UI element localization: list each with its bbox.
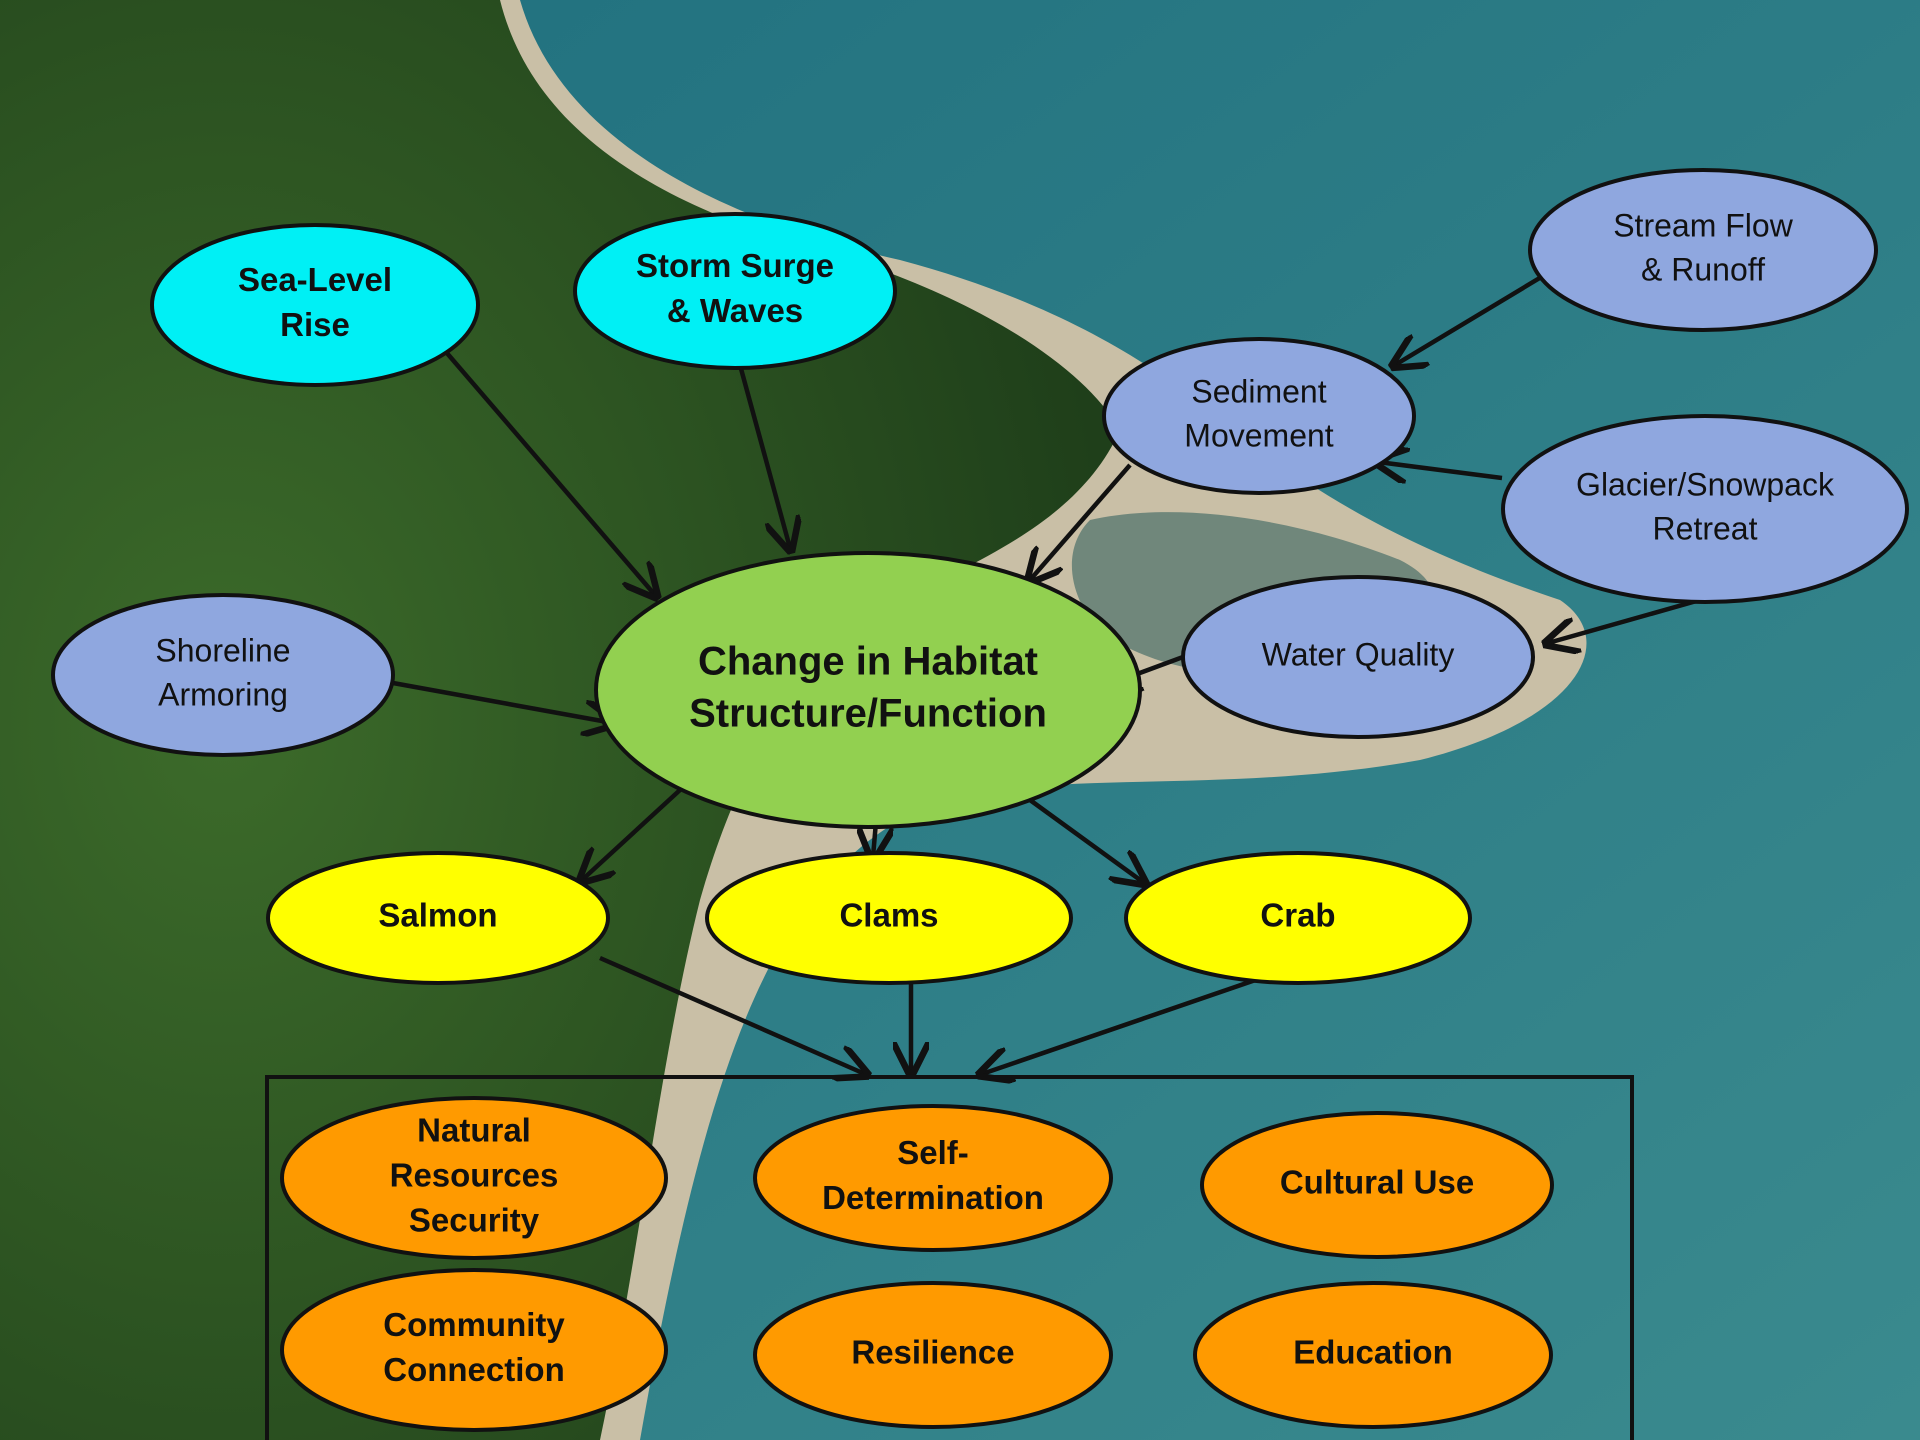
node-education-label: Education	[1293, 1334, 1453, 1371]
node-community-connection-line-1: Community	[383, 1306, 565, 1343]
node-cultural-use: Cultural Use	[1200, 1111, 1554, 1259]
node-sediment-movement-line-1: Sediment	[1191, 373, 1326, 409]
node-clams: Clams	[705, 851, 1073, 985]
node-sediment-movement-line-2: Movement	[1184, 417, 1334, 453]
node-cultural-use-line-1: Cultural Use	[1280, 1164, 1474, 1201]
arrow-storm-surge-to-habitat	[737, 364, 790, 548]
community-values-box	[265, 1075, 1634, 1440]
node-shoreline-armoring-line-2: Armoring	[158, 676, 288, 712]
node-storm-surge-line-1: Storm Surge	[636, 247, 834, 284]
node-stream-flow-line-2: & Runoff	[1641, 251, 1765, 287]
arrow-salmon-to-values	[599, 955, 865, 1074]
node-cultural-use-label: Cultural Use	[1280, 1164, 1474, 1201]
node-salmon: Salmon	[266, 851, 610, 985]
node-water-quality-line-1: Water Quality	[1262, 636, 1455, 672]
node-self-determination-line-1: Self-	[897, 1134, 969, 1171]
arrow-sediment-to-habitat	[1030, 463, 1132, 580]
node-clams-ellipse	[705, 851, 1073, 985]
arrow-habitat-to-salmon	[582, 788, 682, 880]
node-sediment-movement-ellipse	[1102, 337, 1416, 495]
node-resilience-ellipse	[753, 1281, 1113, 1429]
node-crab-label: Crab	[1260, 897, 1335, 934]
node-change-in-habitat-line-1: Change in Habitat	[698, 640, 1038, 684]
node-change-in-habitat-ellipse	[594, 551, 1142, 829]
node-change-in-habitat-line-2: Structure/Function	[689, 692, 1047, 736]
node-sea-level-rise-ellipse	[150, 223, 480, 387]
node-resilience-line-1: Resilience	[851, 1334, 1014, 1371]
node-resilience-label: Resilience	[851, 1334, 1014, 1371]
node-education-ellipse	[1193, 1281, 1553, 1429]
node-salmon-label: Salmon	[378, 897, 497, 934]
node-sea-level-rise-line-2: Rise	[280, 306, 350, 343]
node-stream-flow-line-1: Stream Flow	[1613, 207, 1793, 243]
node-resilience: Resilience	[753, 1281, 1113, 1429]
node-storm-surge-line-2: & Waves	[667, 292, 803, 329]
node-storm-surge: Storm Surge & Waves	[573, 212, 897, 370]
arrow-sea-level-to-habitat	[438, 343, 655, 595]
node-self-determination: Self- Determination	[753, 1104, 1113, 1252]
node-natural-resources-security-line-2: Resources	[390, 1157, 559, 1194]
node-crab-line-1: Crab	[1260, 897, 1335, 934]
node-education: Education	[1193, 1281, 1553, 1429]
node-shoreline-armoring-line-1: Shoreline	[155, 632, 290, 668]
node-salmon-ellipse	[266, 851, 610, 985]
node-storm-surge-ellipse	[573, 212, 897, 370]
node-glacier-snowpack-line-1: Glacier/Snowpack	[1576, 466, 1835, 502]
arrow-glacier-to-water-quality	[1548, 597, 1701, 643]
node-sea-level-rise-line-1: Sea-Level	[238, 261, 392, 298]
node-self-determination-label: Self- Determination	[822, 1134, 1044, 1216]
node-self-determination-line-2: Determination	[822, 1179, 1044, 1216]
node-glacier-snowpack-ellipse	[1501, 414, 1909, 604]
node-storm-surge-label: Storm Surge & Waves	[636, 247, 834, 329]
node-community-connection-line-2: Connection	[383, 1351, 564, 1388]
node-natural-resources-security-ellipse	[280, 1096, 668, 1260]
node-crab-ellipse	[1124, 851, 1472, 985]
node-stream-flow-ellipse	[1528, 168, 1878, 332]
node-glacier-snowpack-line-2: Retreat	[1653, 510, 1758, 546]
node-salmon-line-1: Salmon	[378, 897, 497, 934]
node-self-determination-ellipse	[753, 1104, 1113, 1252]
node-cultural-use-ellipse	[1200, 1111, 1554, 1259]
node-clams-label: Clams	[839, 897, 938, 934]
node-stream-flow: Stream Flow & Runoff	[1528, 168, 1878, 332]
arrow-crab-to-values	[982, 972, 1271, 1074]
arrow-stream-flow-to-sediment	[1395, 271, 1550, 365]
node-water-quality-ellipse	[1181, 575, 1535, 739]
node-water-quality-label: Water Quality	[1262, 636, 1455, 672]
node-water-quality: Water Quality	[1181, 575, 1535, 739]
node-clams-line-1: Clams	[839, 897, 938, 934]
node-natural-resources-security-line-3: Security	[409, 1202, 540, 1239]
node-community-connection-ellipse	[280, 1268, 668, 1432]
node-education-line-1: Education	[1293, 1334, 1453, 1371]
node-stream-flow-label: Stream Flow & Runoff	[1613, 207, 1793, 287]
arrow-glacier-to-sediment	[1378, 462, 1503, 478]
arrow-shoreline-to-habitat	[392, 680, 613, 723]
node-crab: Crab	[1124, 851, 1472, 985]
node-natural-resources-security-line-1: Natural	[417, 1112, 531, 1149]
node-shoreline-armoring-ellipse	[51, 593, 395, 757]
arrow-habitat-to-crab	[1028, 798, 1143, 882]
